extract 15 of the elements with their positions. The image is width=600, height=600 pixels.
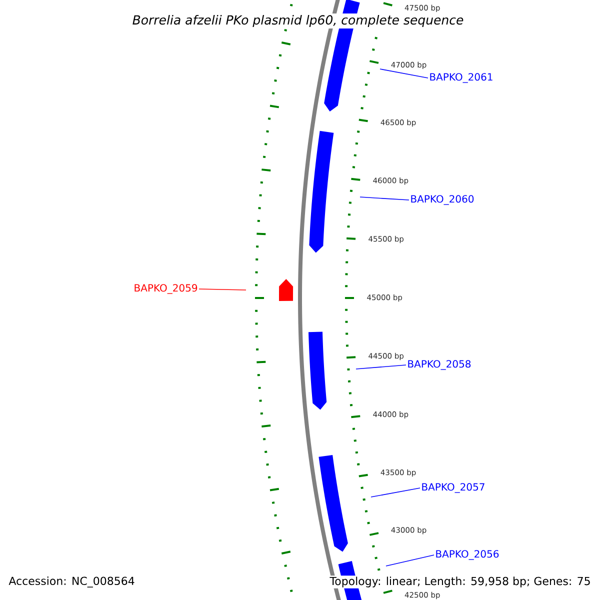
gene-label: BAPKO_2060 [411,195,474,205]
gene-label: BAPKO_2056 [436,550,499,560]
leader-line [380,68,428,78]
gene-label: BAPKO_2061 [430,73,492,83]
leader-line [198,288,246,290]
leader-line [386,554,434,566]
title: Borrelia afzelii PKo plasmid lp60, complete sequence [130,13,466,29]
accession-text: Accession: NC_008564 [8,576,136,588]
leader-line [356,364,406,370]
leader-line [360,196,410,200]
gene-label: BAPKO_2059 [134,284,198,294]
gene-label: BAPKO_2057 [422,483,484,493]
gene-label: BAPKO_2058 [408,360,471,370]
summary-text: Topology: linear; Length: 59,958 bp; Genes: 75 [328,576,592,588]
leader-line [370,488,420,498]
